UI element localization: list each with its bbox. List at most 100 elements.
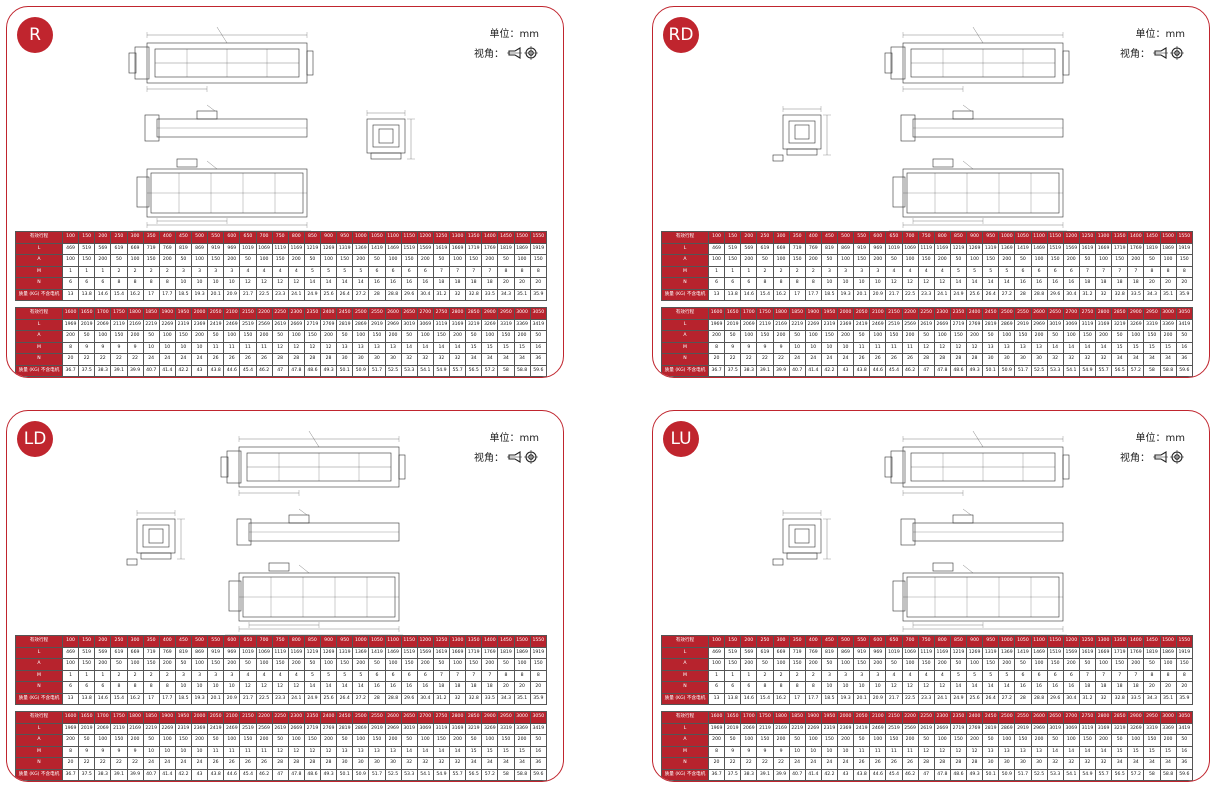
table-cell: 14 bbox=[1094, 341, 1113, 354]
table-cell: 15 bbox=[1143, 341, 1161, 354]
table-cell: 150 bbox=[820, 330, 839, 343]
table-cell: 1519 bbox=[1046, 646, 1064, 659]
table-cell: 2100 bbox=[223, 711, 241, 724]
table-cell: 5 bbox=[982, 265, 1000, 278]
table-cell: 51.7 bbox=[1014, 364, 1032, 377]
table-cell: 48.6 bbox=[949, 768, 968, 781]
table-cell: 50.9 bbox=[352, 768, 370, 781]
table-cell: 28 bbox=[933, 353, 951, 366]
table-cell: 100 bbox=[901, 254, 919, 267]
table-cell: 3000 bbox=[1159, 711, 1177, 724]
table-cell: 9 bbox=[772, 745, 790, 758]
table-cell: 2300 bbox=[287, 307, 305, 320]
table-cell: 150 bbox=[271, 254, 289, 267]
table-cell: 43 bbox=[190, 768, 209, 781]
table-cell: 47.8 bbox=[933, 364, 951, 377]
row-label-cell: M bbox=[15, 745, 63, 758]
table-cell: 200 bbox=[448, 734, 467, 747]
table-cell: 32 bbox=[432, 353, 451, 366]
table-cell: 24.1 bbox=[287, 288, 305, 301]
row-label-cell: L bbox=[661, 242, 709, 255]
table-cell: 3219 bbox=[465, 318, 483, 331]
table-cell: 200 bbox=[255, 734, 273, 747]
table-cell: 28 bbox=[287, 353, 305, 366]
table-cell: 22 bbox=[740, 757, 758, 770]
table-cell: 2369 bbox=[190, 722, 209, 735]
table-cell: 46.2 bbox=[901, 364, 919, 377]
table-cell: 200 bbox=[772, 330, 790, 343]
table-cell: 2169 bbox=[772, 722, 790, 735]
table-cell: 47.8 bbox=[287, 768, 305, 781]
table-cell: 700 bbox=[255, 635, 273, 648]
table-cell: 150 bbox=[142, 658, 160, 671]
table-cell: 350 bbox=[788, 635, 806, 648]
table-cell: 18 bbox=[432, 277, 451, 290]
table-cell: 400 bbox=[158, 231, 176, 244]
table-cell: 14 bbox=[1094, 745, 1113, 758]
table-cell: 969 bbox=[869, 646, 887, 659]
table-cell: 6 bbox=[416, 669, 434, 682]
table-cell: 350 bbox=[142, 231, 160, 244]
table-cell: 869 bbox=[190, 242, 209, 255]
table-cell: 24 bbox=[190, 353, 209, 366]
table-cell: 3119 bbox=[432, 318, 451, 331]
table-cell: 39.9 bbox=[772, 364, 790, 377]
table-cell: 17 bbox=[788, 288, 806, 301]
table-cell: 24.9 bbox=[303, 692, 322, 705]
table-cell: 1119 bbox=[271, 242, 289, 255]
table-cell: 1169 bbox=[933, 646, 951, 659]
table-cell: 12 bbox=[965, 745, 984, 758]
table-cell: 14.6 bbox=[740, 692, 758, 705]
table-cell: 50 bbox=[853, 734, 871, 747]
table-cell: 30 bbox=[1030, 353, 1048, 366]
table-cell: 1100 bbox=[1030, 231, 1048, 244]
table-cell: 6 bbox=[740, 277, 758, 290]
table-cell: 32 bbox=[416, 757, 434, 770]
table-cell: 56.5 bbox=[465, 768, 483, 781]
table-cell: 19.3 bbox=[836, 692, 855, 705]
table-cell: 869 bbox=[836, 242, 855, 255]
table-cell: 550 bbox=[207, 231, 225, 244]
table-cell: 14 bbox=[1046, 745, 1064, 758]
table-cell: 200 bbox=[352, 658, 370, 671]
table-cell: 34 bbox=[1127, 757, 1145, 770]
table-cell: 12 bbox=[319, 341, 338, 354]
table-cell: 200 bbox=[740, 254, 758, 267]
table-cell: 2969 bbox=[384, 722, 402, 735]
table-cell: 1450 bbox=[497, 231, 515, 244]
table-cell: 2550 bbox=[368, 307, 386, 320]
table-cell: 50 bbox=[497, 254, 515, 267]
table-cell: 10 bbox=[174, 277, 193, 290]
table-cell: 1319 bbox=[336, 646, 354, 659]
table-cell: 34 bbox=[497, 757, 515, 770]
table-cell: 14 bbox=[319, 681, 338, 694]
table-cell: 2769 bbox=[319, 318, 338, 331]
table-cell: 3050 bbox=[529, 711, 548, 724]
table-cell: 5 bbox=[319, 265, 338, 278]
table-cell: 700 bbox=[901, 231, 919, 244]
table-cell: 3369 bbox=[513, 722, 531, 735]
table-cell: 200 bbox=[416, 254, 434, 267]
table-cell: 900 bbox=[965, 231, 984, 244]
table-cell: 200 bbox=[933, 658, 951, 671]
table-cell: 22 bbox=[110, 757, 128, 770]
table-cell: 2269 bbox=[804, 722, 822, 735]
table-cell: 22 bbox=[110, 353, 128, 366]
table-cell: 2719 bbox=[303, 318, 322, 331]
table-cell: 150 bbox=[1078, 734, 1097, 747]
table-cell: 1700 bbox=[94, 711, 112, 724]
table-cell: 9 bbox=[94, 745, 112, 758]
table-cell: 9 bbox=[110, 745, 128, 758]
table-cell: 2750 bbox=[432, 711, 451, 724]
table-cell: 20 bbox=[1143, 277, 1161, 290]
table-cell: 100 bbox=[998, 330, 1016, 343]
table-cell: 5 bbox=[336, 265, 354, 278]
table-cell: 10 bbox=[223, 681, 241, 694]
table-cell: 4 bbox=[271, 265, 289, 278]
table-cell: 10 bbox=[190, 681, 209, 694]
table-cell: 619 bbox=[110, 646, 128, 659]
